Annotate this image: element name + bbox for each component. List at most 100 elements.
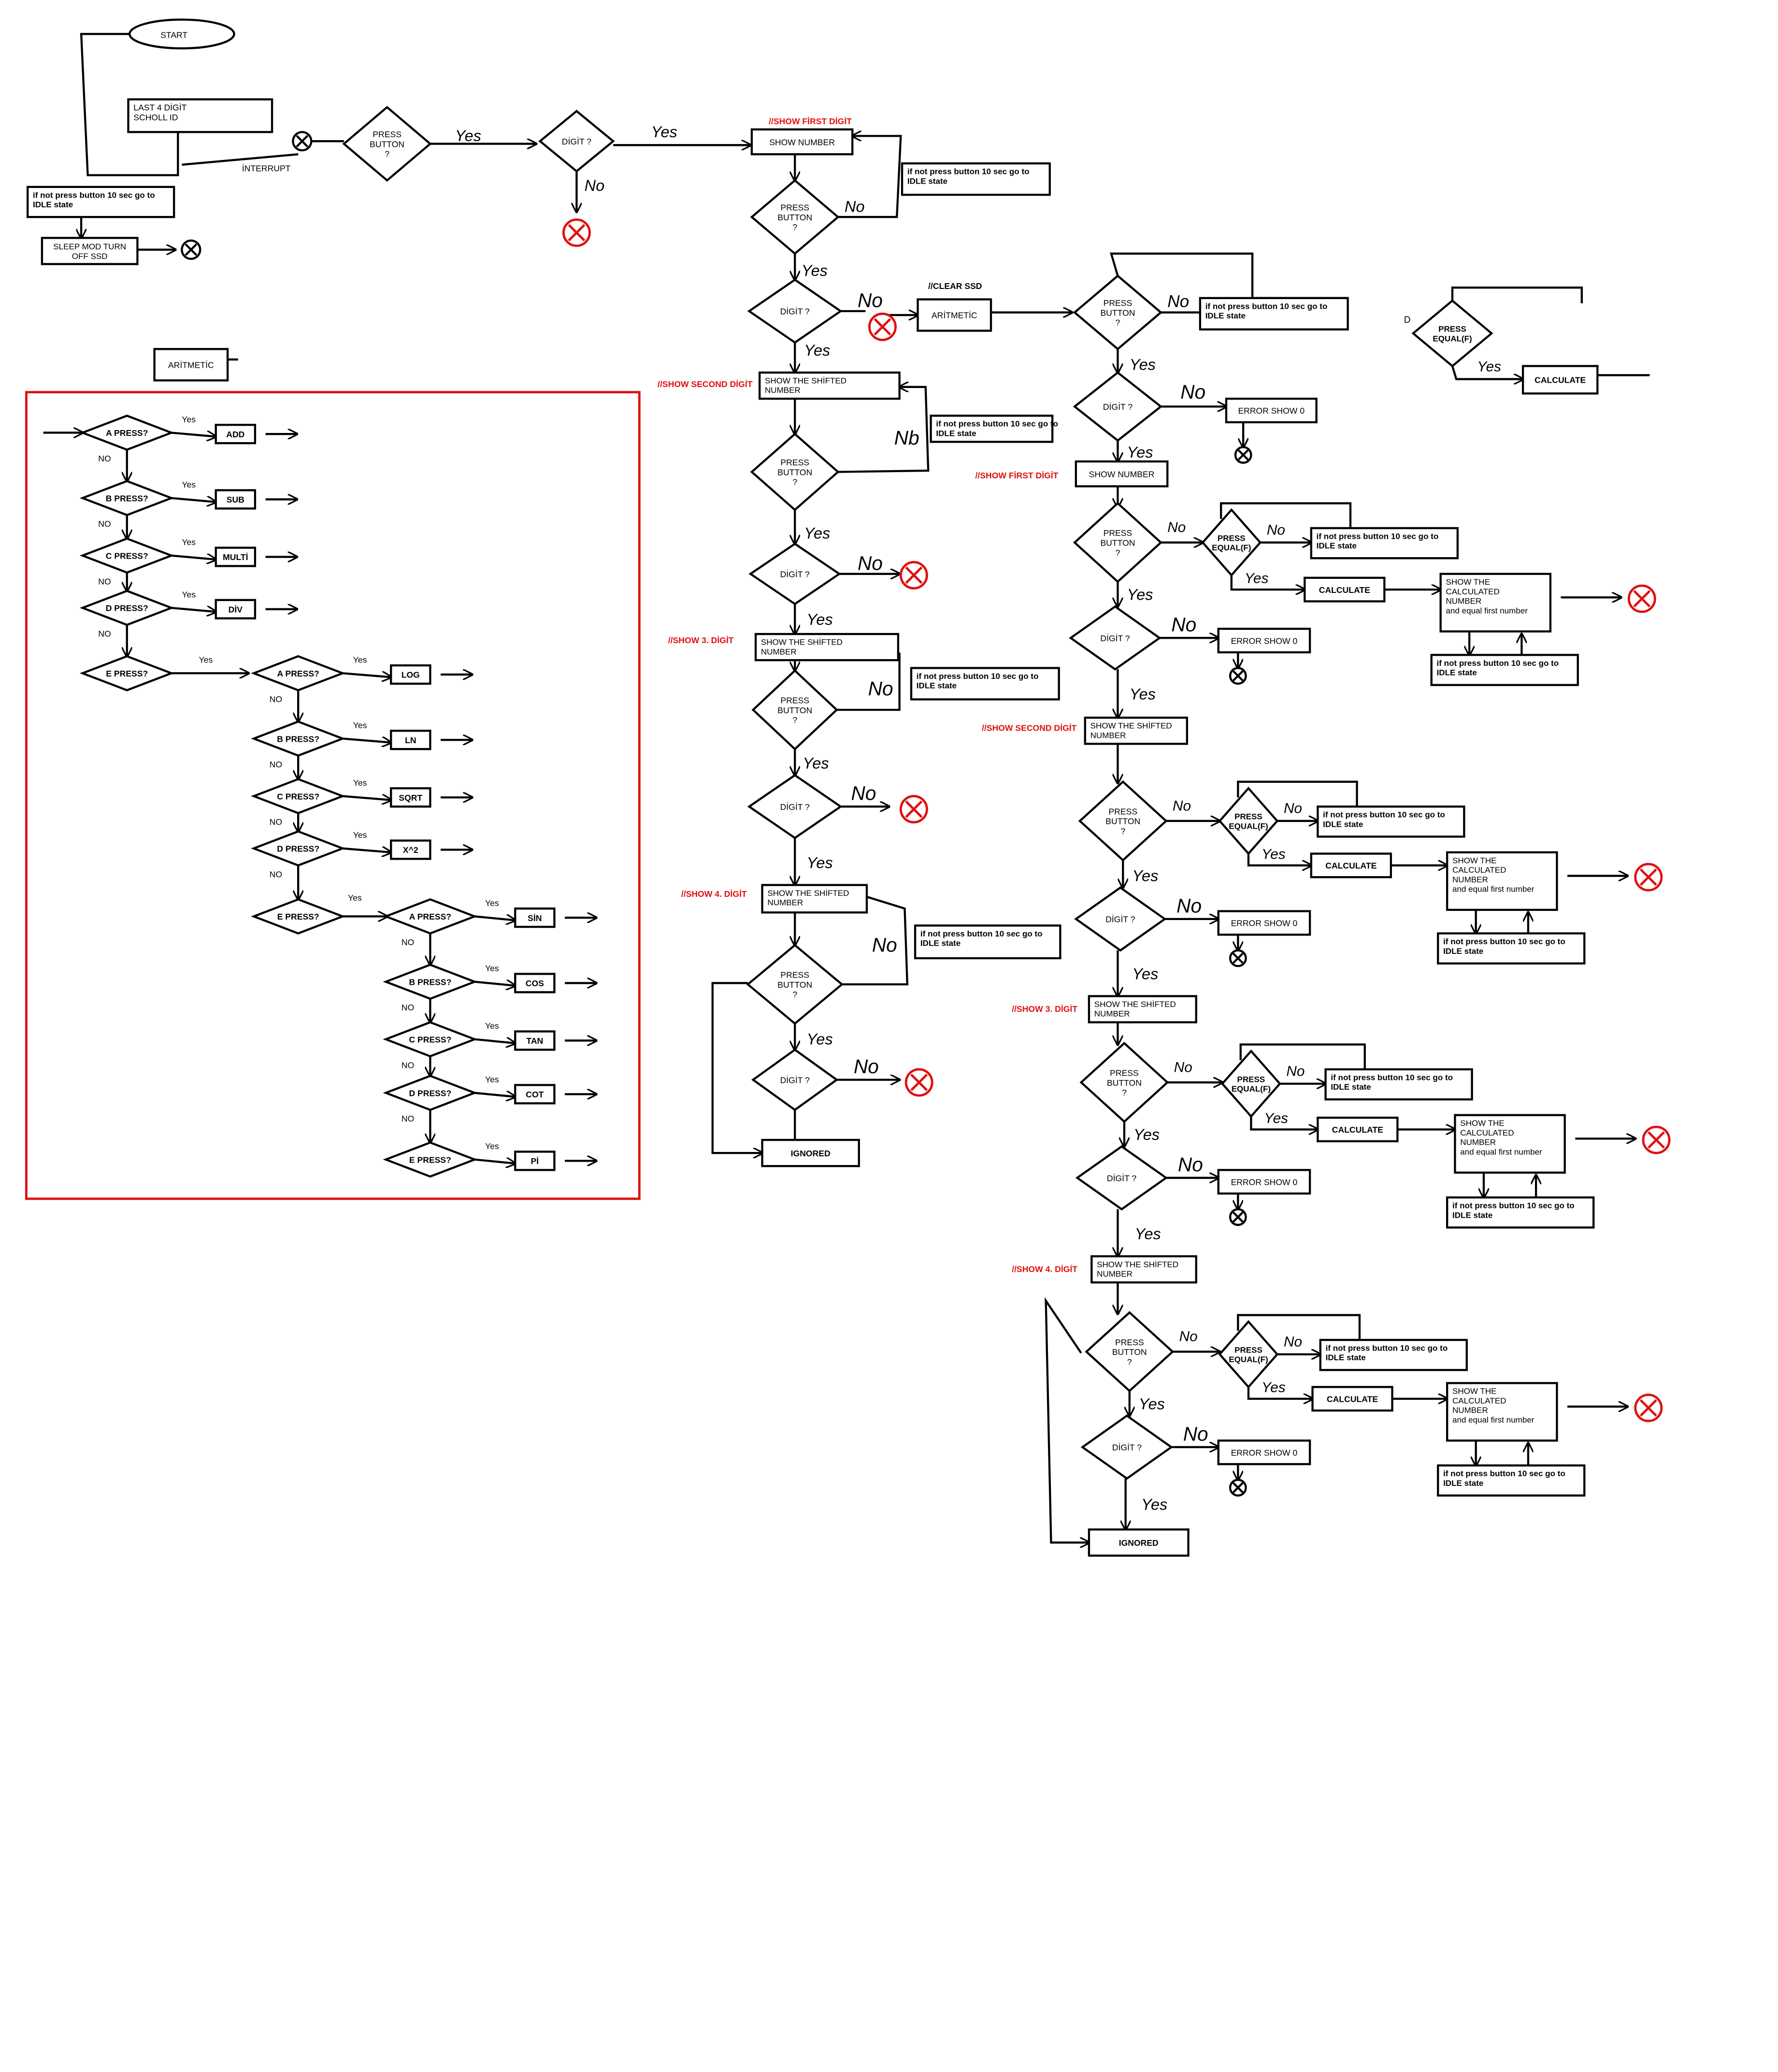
l3-no-0: NO — [401, 937, 414, 947]
l3-yes-line-4 — [474, 1160, 515, 1164]
l2-no-0: NO — [270, 694, 282, 704]
eq-loop-b3 — [1239, 1043, 1366, 1069]
l2-cond-1 — [251, 720, 346, 757]
no-eq-label-b4: No — [1179, 1329, 1198, 1345]
eq-loop-b4 — [1237, 1314, 1361, 1340]
aritmetic-box — [917, 298, 992, 332]
l3-yes-line-0 — [474, 916, 515, 920]
l3-yes-1: Yes — [485, 964, 499, 973]
eq-top-yes — [1451, 365, 1523, 379]
l3-op-2 — [514, 1030, 556, 1051]
calculate-b2 — [1310, 852, 1392, 878]
l1-op-2-label: MULTİ — [223, 552, 248, 562]
l2-cond-2-label: C PRESS? — [277, 791, 319, 801]
no-label-7: No — [872, 934, 897, 956]
no-label-2: No — [858, 289, 883, 312]
yes-label-4: Yes — [804, 525, 830, 542]
idle-note-box — [1437, 932, 1586, 965]
show-calc-b3 — [1454, 1114, 1566, 1174]
aritmetic-ref-box — [153, 348, 229, 382]
yes-label-r10: Yes — [1141, 1496, 1167, 1513]
start-label: START — [160, 30, 187, 40]
l3-cond-1-label: B PRESS? — [409, 977, 451, 987]
no-eq-label-b1: No — [1167, 519, 1186, 535]
yes-eq-top: Yes — [1477, 359, 1501, 374]
ignored-1-label: IGNORED — [791, 1149, 831, 1158]
digit-r1-label: DİGİT ? — [1103, 402, 1133, 412]
show-number-1 — [750, 128, 854, 156]
l1-no-3: NO — [98, 629, 111, 639]
digit-2-label: DİGİT ? — [780, 569, 810, 579]
l1-cond-3 — [79, 590, 174, 626]
l1-no-1: NO — [98, 519, 111, 529]
l1-op-3-label: DİV — [229, 604, 243, 614]
l3-op-3 — [514, 1084, 556, 1105]
press-button-b1 — [1073, 502, 1162, 583]
calculate-b4 — [1311, 1386, 1393, 1412]
last4-box — [127, 98, 273, 133]
l3-op-1 — [514, 973, 556, 993]
l1-op-0-label: ADD — [226, 430, 244, 439]
loop-r1 — [1110, 252, 1348, 299]
l1-no-0: NO — [98, 454, 111, 463]
press-button-b3 — [1079, 1041, 1169, 1123]
idle-note-start — [27, 186, 175, 218]
l3-no-2: NO — [401, 1060, 414, 1070]
l2-op-0 — [390, 664, 431, 685]
end-red-b2-cross — [1639, 868, 1657, 886]
press-equal-b1 — [1201, 508, 1262, 577]
no-loop-4 — [842, 895, 909, 986]
l3-cond-0 — [383, 898, 478, 935]
digit-b1-label: DİGİT ? — [1100, 633, 1130, 643]
clear-ssd-label: //CLEAR SSD — [928, 281, 982, 291]
error-b1 — [1217, 628, 1311, 654]
l3-cond-1 — [383, 964, 478, 1000]
yes-label-3: Yes — [804, 342, 830, 359]
no-eq-label-b3: No — [1174, 1059, 1192, 1075]
no-err-label-b3: No — [1178, 1153, 1203, 1176]
l3-yes-line-1 — [474, 982, 515, 986]
calculate-b1-label: CALCULATE — [1319, 585, 1370, 595]
idle-note-box — [1310, 527, 1459, 560]
section-fourth-2: //SHOW 4. DİGİT — [1012, 1264, 1077, 1274]
digit-r1 — [1073, 371, 1163, 442]
error-end-b1-cross — [1233, 670, 1244, 681]
end-red-1-cross — [874, 318, 891, 336]
digit-1-label: DİGİT ? — [780, 307, 810, 317]
yes-label-r8: Yes — [1135, 1225, 1161, 1243]
no-loop-2 — [838, 387, 930, 473]
idle-note-box — [1324, 1068, 1473, 1101]
calculate-top — [1521, 365, 1599, 395]
l1-op-3 — [215, 599, 257, 619]
no-label-r2: No — [1180, 381, 1205, 403]
yes-b3: Yes — [1133, 1126, 1160, 1143]
l1-yes-line-2 — [171, 556, 216, 560]
l1-cond-2-label: C PRESS? — [106, 551, 148, 561]
digit-4 — [751, 1048, 839, 1111]
sleep-end-cross — [185, 243, 198, 256]
show-shifted-r3 — [1088, 995, 1197, 1023]
no-label-6: No — [851, 782, 876, 805]
l3-cond-2 — [383, 1021, 478, 1058]
no-label-0: No — [585, 177, 605, 194]
section-second-1: //SHOW SECOND DİGİT — [658, 379, 753, 389]
digit-1 — [747, 278, 843, 344]
yes-label-8: Yes — [807, 1031, 833, 1048]
press-button-b4 — [1085, 1311, 1175, 1393]
error-b2 — [1217, 910, 1311, 936]
calculate-b4-label: CALCULATE — [1327, 1395, 1378, 1404]
no-eq2-label-b4: No — [1284, 1334, 1302, 1350]
yes-eq-b2 — [1247, 853, 1311, 865]
idle-note-box — [930, 415, 1054, 443]
end-red-b1-cross — [1633, 590, 1651, 608]
show-calc-b2 — [1446, 851, 1558, 911]
